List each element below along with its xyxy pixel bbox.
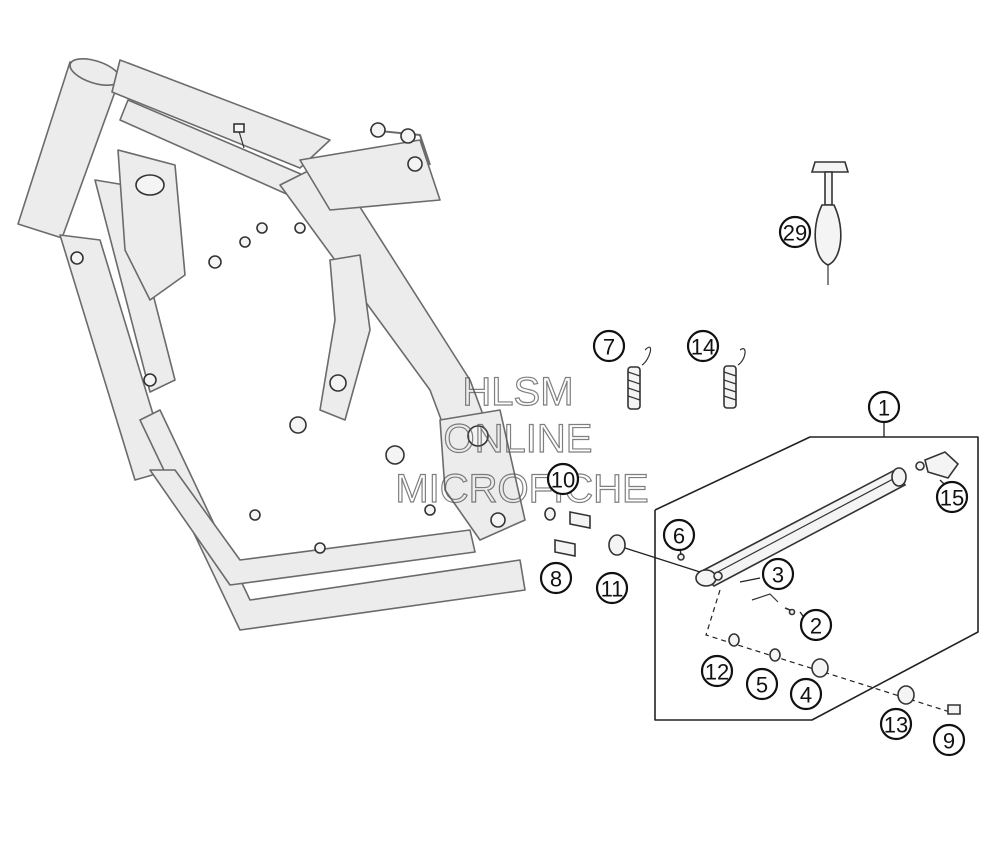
motorcycle-frame-drawing — [17, 58, 526, 631]
callout-15: 15 — [935, 480, 969, 514]
callout-circle — [546, 462, 580, 496]
tool-part — [810, 161, 850, 285]
callout-label: 11 — [601, 577, 624, 602]
spring-parts — [627, 346, 746, 410]
callout-3: 3 — [761, 557, 795, 591]
callout-label: 6 — [673, 524, 685, 549]
callout-4: 4 — [789, 677, 823, 711]
callout-circle — [799, 608, 833, 642]
callout-label: 8 — [550, 567, 562, 592]
callout-circle — [592, 329, 626, 363]
callout-label: 7 — [603, 335, 615, 360]
callout-circle — [686, 329, 720, 363]
callout-8: 8 — [539, 561, 573, 595]
callout-label: 1 — [878, 396, 890, 421]
pivot-hardware-chain — [705, 589, 961, 715]
callout-14: 14 — [686, 329, 720, 363]
callout-circle — [595, 571, 629, 605]
callout-circle — [662, 518, 696, 552]
sidestand-leg — [695, 467, 907, 587]
callout-5: 5 — [745, 667, 779, 701]
callout-circle — [700, 654, 734, 688]
callout-circle — [789, 677, 823, 711]
callout-label: 29 — [783, 221, 807, 246]
callout-circle — [879, 707, 913, 741]
callout-circle — [745, 667, 779, 701]
callout-label: 12 — [705, 660, 729, 685]
callout-10: 10 — [546, 462, 580, 496]
callout-2: 2 — [799, 608, 833, 642]
callout-circle — [539, 561, 573, 595]
callout-29: 29 — [778, 215, 812, 249]
sidestand-assembly-outline — [654, 421, 979, 721]
callout-leaders — [679, 479, 947, 621]
callout-circle — [778, 215, 812, 249]
callout-6: 6 — [662, 518, 696, 552]
callout-11: 11 — [595, 571, 629, 605]
callout-label: 10 — [551, 468, 575, 493]
callout-13: 13 — [879, 707, 913, 741]
callout-label: 4 — [800, 683, 812, 708]
callout-label: 15 — [940, 486, 964, 511]
callout-label: 5 — [756, 673, 768, 698]
callout-label: 13 — [884, 713, 908, 738]
large-washer-part — [608, 534, 626, 556]
callout-label: 3 — [772, 563, 784, 588]
callout-9: 9 — [932, 723, 966, 757]
watermark-line-3: MICROFICHE — [395, 467, 648, 511]
watermark: HLSM ONLINE MICROFICHE — [395, 369, 650, 511]
callout-circle — [935, 480, 969, 514]
callout-label: 9 — [943, 729, 955, 754]
watermark-line-2: ONLINE — [444, 417, 593, 461]
callout-1: 1 — [867, 390, 901, 424]
callout-circle — [761, 557, 795, 591]
bolt-parts — [544, 507, 591, 557]
spring-clip-part — [751, 593, 796, 616]
callout-circle — [867, 390, 901, 424]
callout-12: 12 — [700, 654, 734, 688]
watermark-line-1: HLSM — [462, 370, 573, 414]
callout-label: 2 — [810, 614, 822, 639]
callout-7: 7 — [592, 329, 626, 363]
callout-circle — [932, 723, 966, 757]
sidestand-foot-part — [915, 451, 960, 479]
callout-label: 14 — [691, 335, 715, 360]
